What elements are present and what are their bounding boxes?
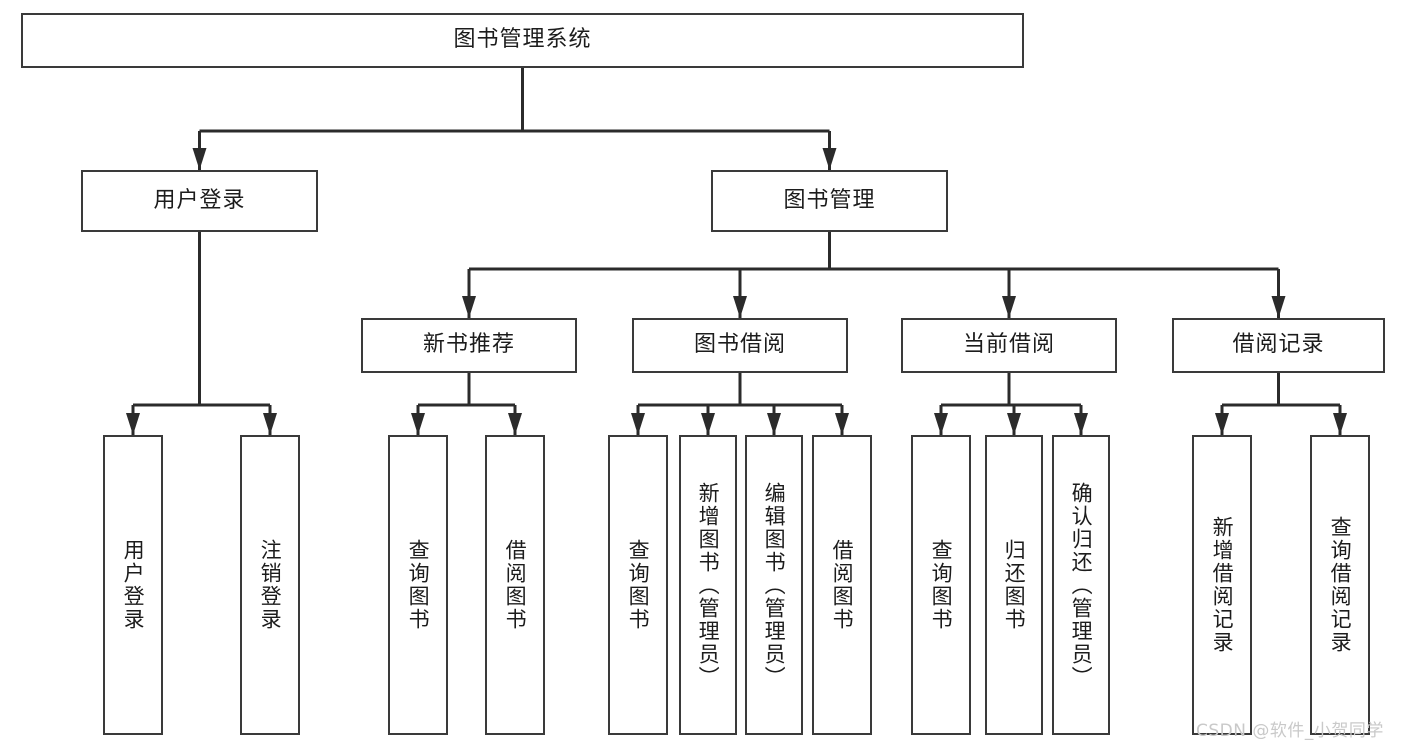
node-label: 查询借阅记录 bbox=[1328, 516, 1353, 654]
node-leaf-borrow-2[interactable]: 借阅图书 bbox=[812, 435, 872, 735]
node-label: 查询图书 bbox=[626, 539, 651, 631]
node-label: 归还图书 bbox=[1002, 539, 1027, 631]
arrow-head-icon bbox=[1271, 296, 1286, 318]
node-label: 新增图书（管理员） bbox=[696, 481, 721, 689]
arrow-head-icon bbox=[1333, 413, 1347, 435]
node-borrow-record[interactable]: 借阅记录 bbox=[1172, 318, 1385, 373]
node-leaf-add-book[interactable]: 新增图书（管理员） bbox=[679, 435, 737, 735]
node-root[interactable]: 图书管理系统 bbox=[21, 13, 1024, 68]
arrow-head-icon bbox=[1215, 413, 1229, 435]
node-label: 新书推荐 bbox=[422, 332, 515, 358]
arrow-head-icon bbox=[1002, 296, 1016, 318]
node-leaf-query-3[interactable]: 查询图书 bbox=[911, 435, 971, 735]
node-leaf-borrow-1[interactable]: 借阅图书 bbox=[485, 435, 545, 735]
node-leaf-edit-book[interactable]: 编辑图书（管理员） bbox=[745, 435, 803, 735]
node-leaf-logout[interactable]: 注销登录 bbox=[240, 435, 300, 735]
node-label: 借阅图书 bbox=[830, 539, 855, 631]
arrow-head-icon bbox=[835, 413, 849, 435]
node-current-borrow[interactable]: 当前借阅 bbox=[901, 318, 1117, 373]
arrow-head-icon bbox=[1074, 413, 1088, 435]
node-book-manage[interactable]: 图书管理 bbox=[711, 170, 948, 232]
node-label: 新增借阅记录 bbox=[1210, 516, 1235, 654]
arrow-head-icon bbox=[822, 148, 837, 170]
node-label: 注销登录 bbox=[258, 539, 283, 631]
node-leaf-add-rec[interactable]: 新增借阅记录 bbox=[1192, 435, 1252, 735]
arrow-head-icon bbox=[126, 413, 140, 435]
node-label: 查询图书 bbox=[929, 539, 954, 631]
node-label: 图书借阅 bbox=[693, 332, 786, 358]
node-new-book-rec[interactable]: 新书推荐 bbox=[361, 318, 577, 373]
node-label: 确认归还（管理员） bbox=[1069, 481, 1094, 689]
arrow-head-icon bbox=[767, 413, 781, 435]
node-label: 用户登录 bbox=[153, 187, 246, 213]
node-label: 图书管理系统 bbox=[453, 27, 592, 53]
node-leaf-query-rec[interactable]: 查询借阅记录 bbox=[1310, 435, 1370, 735]
node-label: 编辑图书（管理员） bbox=[762, 481, 787, 689]
node-leaf-query-2[interactable]: 查询图书 bbox=[608, 435, 668, 735]
node-user-login[interactable]: 用户登录 bbox=[81, 170, 318, 232]
node-label: 图书管理 bbox=[783, 187, 876, 213]
arrow-head-icon bbox=[411, 413, 425, 435]
node-label: 用户登录 bbox=[121, 539, 146, 631]
node-label: 当前借阅 bbox=[962, 332, 1055, 358]
arrow-head-icon bbox=[192, 148, 207, 170]
arrow-head-icon bbox=[934, 413, 948, 435]
node-leaf-query-1[interactable]: 查询图书 bbox=[388, 435, 448, 735]
node-label: 借阅记录 bbox=[1232, 332, 1325, 358]
arrow-head-icon bbox=[462, 296, 476, 318]
node-label: 借阅图书 bbox=[503, 539, 528, 631]
arrow-head-icon bbox=[263, 413, 277, 435]
arrow-head-icon bbox=[733, 296, 747, 318]
arrow-head-icon bbox=[1007, 413, 1021, 435]
node-label: 查询图书 bbox=[406, 539, 431, 631]
arrow-head-icon bbox=[631, 413, 645, 435]
node-leaf-confirm[interactable]: 确认归还（管理员） bbox=[1052, 435, 1110, 735]
arrow-head-icon bbox=[701, 413, 715, 435]
node-book-borrow[interactable]: 图书借阅 bbox=[632, 318, 848, 373]
arrow-head-icon bbox=[508, 413, 522, 435]
node-leaf-user-login[interactable]: 用户登录 bbox=[103, 435, 163, 735]
node-leaf-return[interactable]: 归还图书 bbox=[985, 435, 1043, 735]
